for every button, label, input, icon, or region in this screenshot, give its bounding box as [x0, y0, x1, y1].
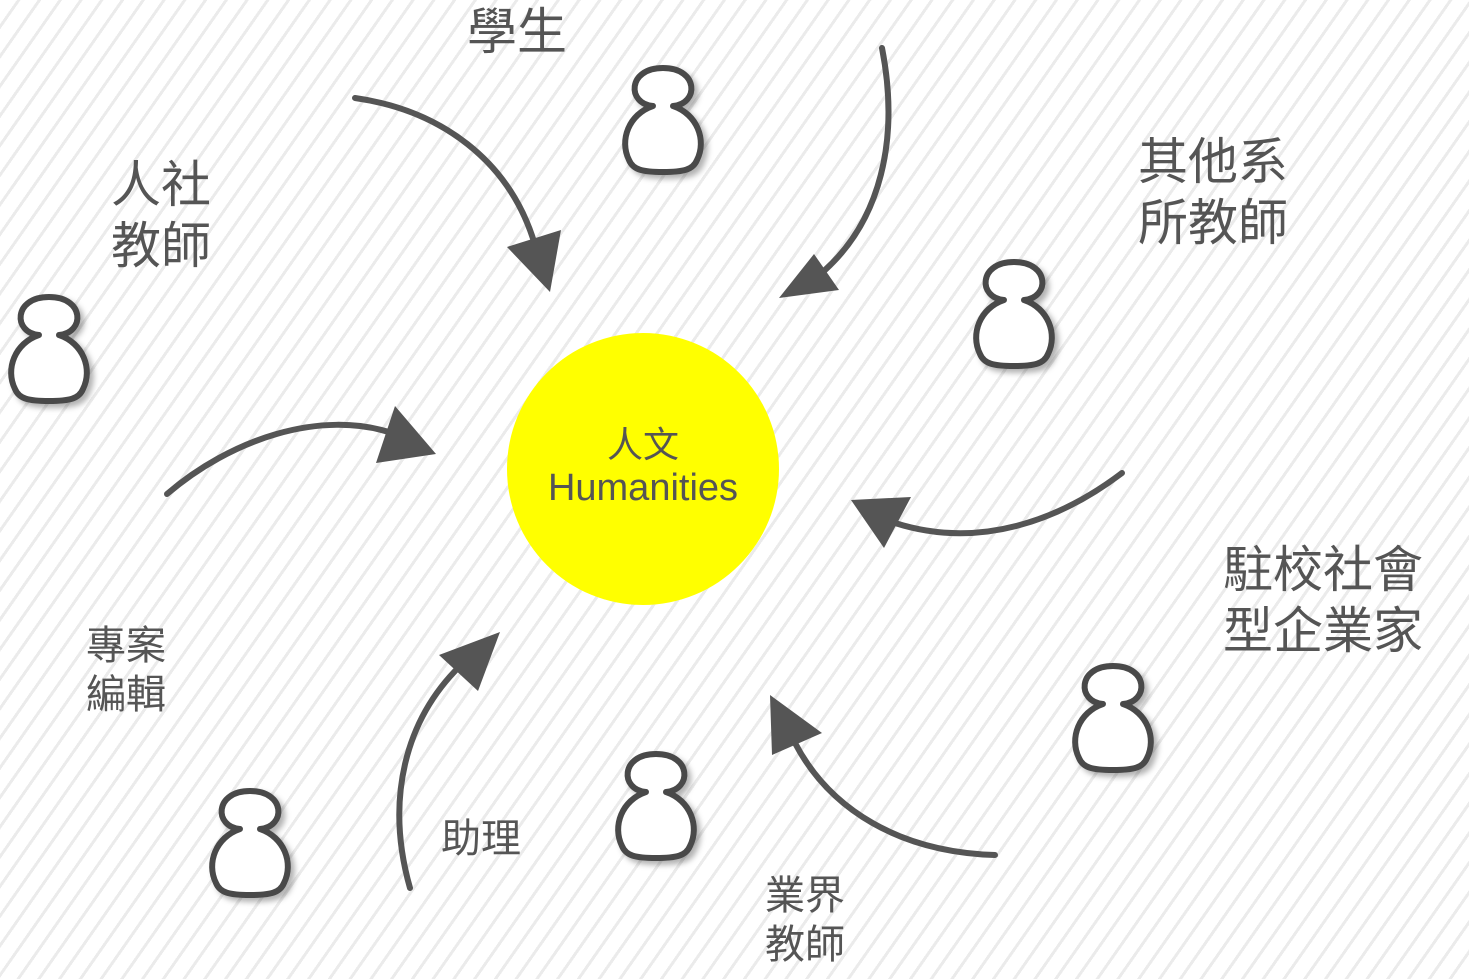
label-project-editor-line1: 專案	[86, 623, 166, 669]
person-icon	[1075, 666, 1151, 770]
label-industry-teachers: 業界 教師	[765, 872, 845, 970]
arrow-industry-teachers	[792, 740, 998, 858]
arrowhead-students	[507, 230, 561, 292]
label-students: 學生	[467, 2, 567, 63]
center-circle-fill	[507, 333, 779, 605]
person-icon	[625, 68, 701, 172]
label-project-editor: 專案 編輯	[86, 622, 166, 720]
label-industry-teachers-line1: 業界	[765, 873, 845, 919]
arrowhead-top-right	[779, 254, 839, 298]
arrow-assistant	[396, 663, 463, 891]
label-assistant-line1: 助理	[441, 816, 521, 862]
center-title-en: Humanities	[547, 467, 739, 509]
label-social-entrepreneurs-line1: 駐校社會	[1223, 541, 1423, 599]
arrow-other-teachers	[892, 470, 1125, 537]
label-other-dept-teachers: 其他系 所教師	[1138, 132, 1288, 254]
arrowhead-assistant	[439, 632, 500, 691]
label-humanities-teachers-line2: 教師	[111, 217, 211, 275]
arrow-students	[352, 95, 538, 248]
label-social-entrepreneurs-line2: 型企業家	[1223, 602, 1423, 660]
arrow-top-right	[822, 45, 892, 273]
arrowhead-project-editor	[376, 406, 436, 463]
label-humanities-teachers-line1: 人社	[111, 156, 211, 214]
arrow-project-editor	[164, 421, 398, 497]
person-icon	[976, 262, 1052, 366]
label-other-dept-teachers-line2: 所教師	[1138, 194, 1288, 252]
person-icon	[212, 791, 288, 895]
label-other-dept-teachers-line1: 其他系	[1138, 133, 1288, 191]
label-students-line1: 學生	[467, 3, 567, 61]
label-industry-teachers-line2: 教師	[765, 921, 845, 968]
label-project-editor-line2: 編輯	[86, 671, 166, 718]
label-humanities-teachers: 人社 教師	[111, 155, 211, 277]
arrowhead-other-teachers	[851, 497, 911, 548]
label-social-entrepreneurs: 駐校社會 型企業家	[1223, 540, 1423, 662]
label-assistant: 助理	[441, 815, 521, 864]
person-icon	[11, 297, 87, 401]
arrowhead-industry-teachers	[770, 695, 822, 755]
center-circle: 人文 Humanities	[507, 333, 779, 605]
person-icon	[618, 754, 694, 858]
center-title-zh: 人文	[606, 425, 679, 467]
